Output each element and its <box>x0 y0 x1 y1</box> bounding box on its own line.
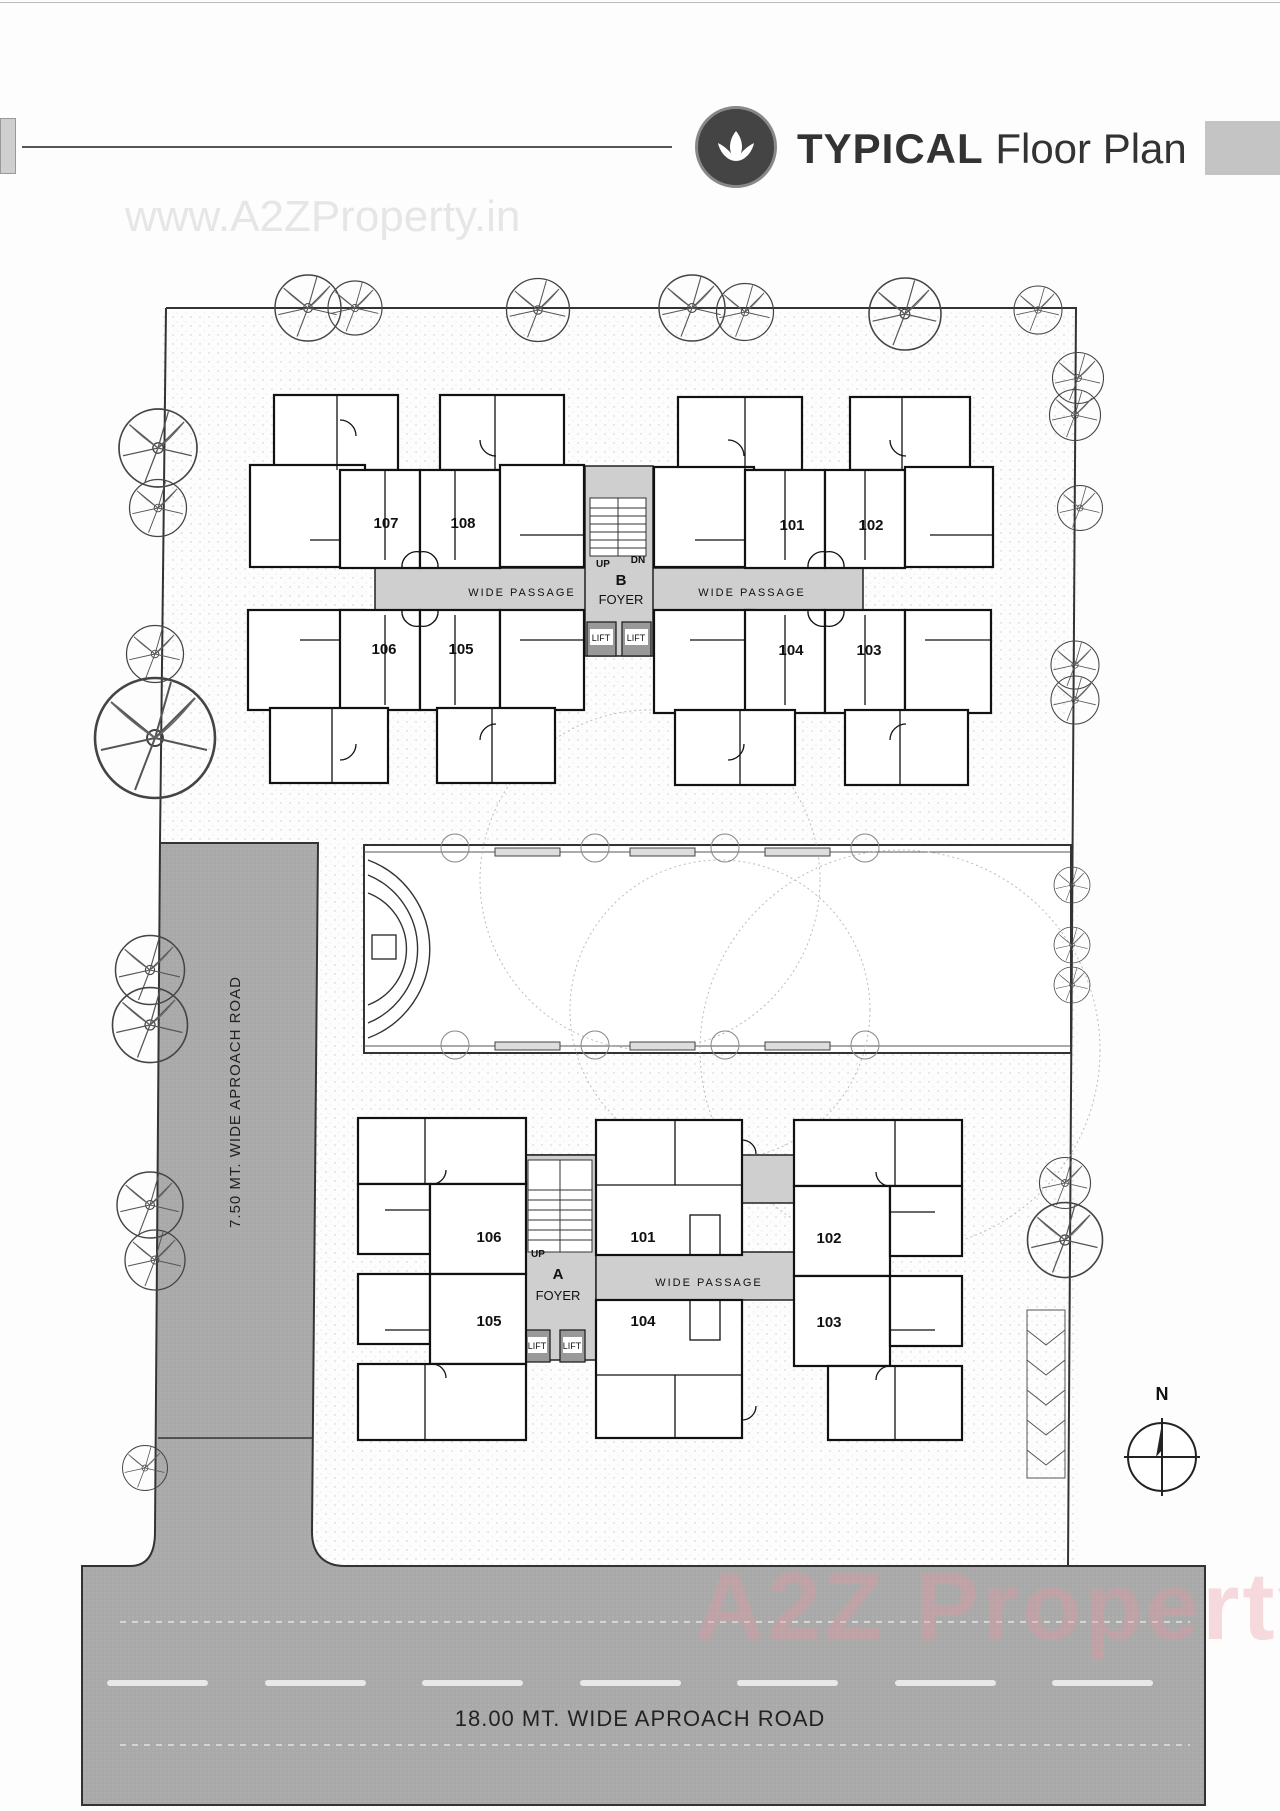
side-road-label: 7.50 MT. WIDE APROACH ROAD <box>227 976 244 1228</box>
flat-b-102: 102 <box>858 517 883 534</box>
road-area <box>81 842 1206 1806</box>
flat-a-101: 101 <box>630 1229 655 1246</box>
flat-b-107: 107 <box>373 515 398 532</box>
flat-b-101: 101 <box>779 517 804 534</box>
north-compass: N <box>1124 1384 1200 1496</box>
amphitheatre <box>367 859 431 1039</box>
flat-a-102: 102 <box>816 1230 841 1247</box>
wing-b-passage-right: WIDE PASSAGE <box>698 587 806 599</box>
wing-a-block: UP A FOYER WIDE PASSAGE LIFT LIFT WIDE P… <box>356 1116 964 1442</box>
compass-north-label: N <box>1156 1384 1169 1404</box>
wing-a-lift-2-label: LIFT <box>563 1341 582 1351</box>
trees <box>93 274 1105 1491</box>
flat-b-104: 104 <box>778 642 804 659</box>
wing-b-foyer-label: FOYER <box>599 592 644 607</box>
wing-b-lift-1-label: LIFT <box>592 633 611 643</box>
central-garden <box>363 844 1072 1054</box>
brand-watermark: A2Z Property <box>695 1553 1280 1660</box>
flat-b-103: 103 <box>856 642 881 659</box>
wing-b-passage-left: WIDE PASSAGE <box>468 587 576 599</box>
flat-a-105: 105 <box>476 1313 501 1330</box>
top-border <box>0 2 1280 3</box>
flat-a-106: 106 <box>476 1229 501 1246</box>
title-bold: TYPICAL <box>797 125 984 172</box>
flat-b-108: 108 <box>450 515 475 532</box>
flat-b-106: 106 <box>371 641 396 658</box>
wing-a-up: UP <box>531 1249 545 1260</box>
wing-b-up: UP <box>596 559 610 570</box>
flat-b-105: 105 <box>448 641 473 658</box>
site-boundary <box>166 307 1078 1567</box>
left-page-tab <box>0 118 16 174</box>
wing-a-passage-label-2: WIDE PASSAGE <box>655 1277 763 1289</box>
flat-a-104: 104 <box>630 1313 656 1330</box>
page-title: TYPICAL Floor Plan <box>797 124 1187 174</box>
lotus-icon <box>695 106 777 188</box>
wing-a-lift-1-label: LIFT <box>528 1341 547 1351</box>
right-page-tab <box>1205 121 1280 175</box>
header-rule <box>22 146 672 148</box>
wing-b-letter: B <box>616 572 627 589</box>
wing-b-block: UP DN B FOYER WIDE PASSAGE WIDE PASSAGE … <box>246 393 995 787</box>
wing-b-lift-2-label: LIFT <box>627 633 646 643</box>
wing-a-foyer-label: FOYER <box>536 1288 581 1303</box>
wing-a-stair <box>527 1159 593 1253</box>
wing-a-letter: A <box>553 1266 564 1283</box>
wing-b-stair <box>589 497 647 557</box>
title-rest: Floor Plan <box>983 125 1187 172</box>
flat-a-103: 103 <box>816 1314 841 1331</box>
ramp-hatching <box>1026 1309 1066 1479</box>
main-road-label: 18.00 MT. WIDE APROACH ROAD <box>455 1706 826 1731</box>
url-watermark: www.A2ZProperty.in <box>125 192 521 241</box>
wing-b-dn: DN <box>631 555 645 566</box>
